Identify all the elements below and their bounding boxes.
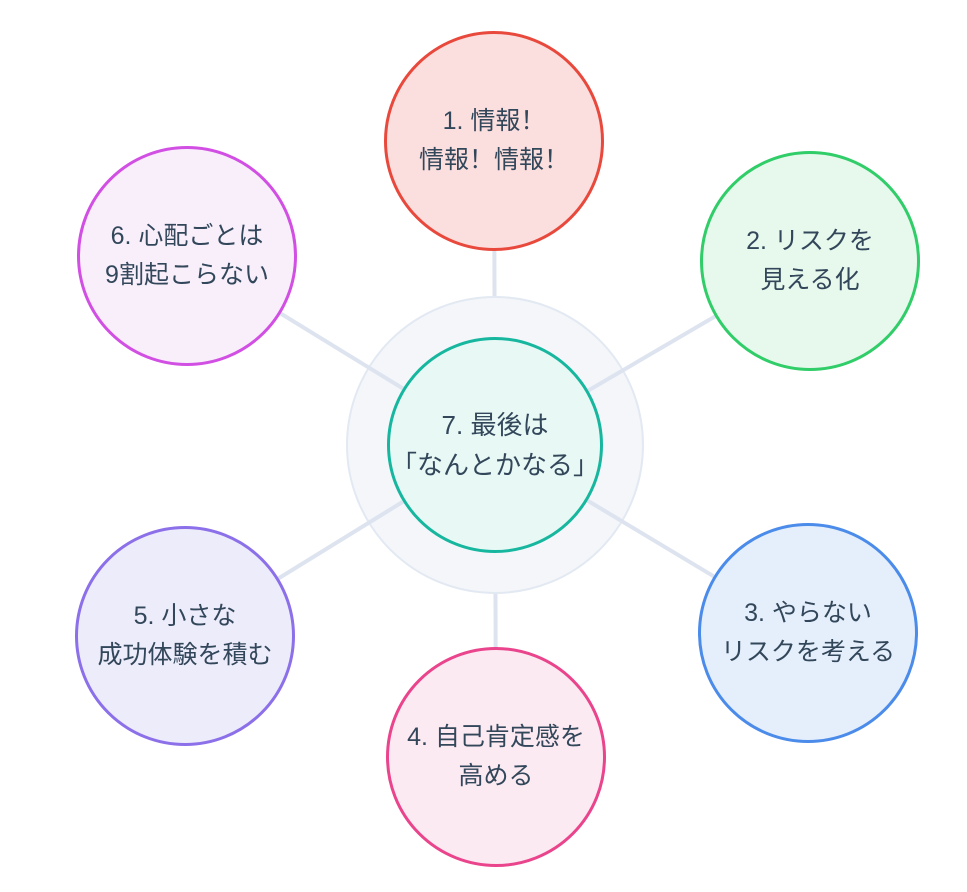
node-3-label-line1: 3. やらない bbox=[744, 599, 872, 628]
node-5-label-line2: 成功体験を積む bbox=[97, 641, 273, 669]
node-5-circle: 5. 小さな 成功体験を積む bbox=[75, 526, 295, 746]
node-2-circle: 2. リスクを 見える化 bbox=[700, 151, 920, 371]
node-1-circle: 1. 情報！ 情報！情報！ bbox=[384, 31, 604, 251]
node-2-label-line1: 2. リスクを bbox=[746, 227, 874, 256]
node-6-label-line2: 9割起こらない bbox=[105, 261, 269, 289]
node-4-label-line1: 4. 自己肯定感を bbox=[407, 723, 585, 752]
node-3-circle: 3. やらない リスクを考える bbox=[698, 523, 918, 743]
node-7-label-line1: 7. 最後は bbox=[441, 409, 549, 440]
node-6-circle: 6. 心配ごとは 9割起こらない bbox=[77, 146, 297, 366]
node-4-circle: 4. 自己肯定感を 高める bbox=[386, 647, 606, 867]
node-7-center-circle: 7. 最後は 「なんとかなる」 bbox=[387, 337, 603, 553]
node-5-label-line1: 5. 小さな bbox=[133, 602, 237, 631]
node-3-label-line2: リスクを考える bbox=[720, 638, 896, 666]
node-7-label-line2: 「なんとかなる」 bbox=[390, 450, 599, 480]
node-4-label-line2: 高める bbox=[458, 762, 534, 790]
node-1-label-line1: 1. 情報！ bbox=[442, 107, 546, 136]
node-6-label-line1: 6. 心配ごとは bbox=[110, 222, 264, 251]
node-2-label-line2: 見える化 bbox=[760, 266, 860, 294]
node-1-label-line2: 情報！情報！ bbox=[418, 146, 569, 174]
